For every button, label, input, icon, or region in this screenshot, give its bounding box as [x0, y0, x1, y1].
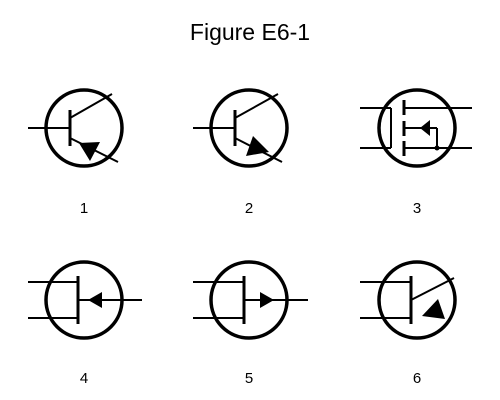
symbol-label-2: 2: [244, 200, 254, 217]
figure-title: Figure E6-1: [189, 19, 311, 45]
symbol-label-5: 5: [244, 370, 254, 387]
symbol-label-4: 4: [79, 370, 89, 387]
symbol-label-6: 6: [412, 370, 422, 387]
symbol-label-1: 1: [79, 200, 89, 217]
symbol-label-3: 3: [412, 200, 422, 217]
